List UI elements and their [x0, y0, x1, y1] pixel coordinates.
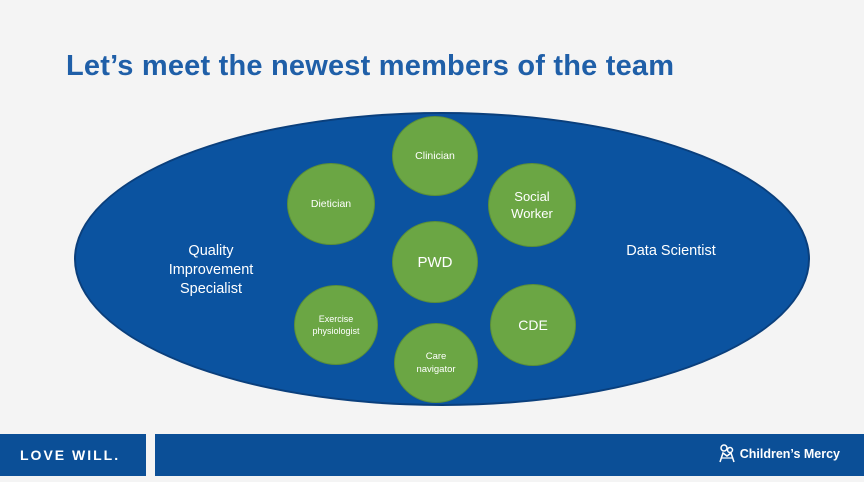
- social-worker-circle: Social Worker: [488, 163, 576, 247]
- pwd-circle: PWD: [392, 221, 478, 303]
- cde-label: CDE: [518, 317, 548, 333]
- dietician-label: Dietician: [310, 198, 352, 210]
- exercise-physiologist-label: Exercise physiologist: [312, 314, 360, 336]
- dietician-circle: Dietician: [287, 163, 375, 245]
- care-navigator-label: Care navigator: [416, 351, 456, 375]
- slide-title: Let’s meet the newest members of the tea…: [66, 50, 675, 82]
- brand-name: Children’s Mercy: [739, 447, 840, 461]
- footer-brand-bar: Children’s Mercy: [155, 434, 864, 476]
- clinician-label: Clinician: [415, 150, 455, 162]
- data-scientist-label: Data Scientist: [626, 243, 716, 259]
- quality-improvement-label: Quality Improvement Specialist: [168, 243, 254, 297]
- footer-tagline-bar: LOVE WILL.: [0, 434, 146, 476]
- footer-tagline: LOVE WILL.: [20, 447, 121, 463]
- care-navigator-circle: Care navigator: [394, 323, 478, 403]
- pwd-label: PWD: [417, 253, 453, 271]
- social-worker-label: Social Worker: [511, 189, 553, 221]
- exercise-physiologist-circle: Exercise physiologist: [294, 285, 378, 365]
- cde-circle: CDE: [490, 284, 576, 366]
- clinician-circle: Clinician: [392, 116, 478, 196]
- brand-logo: Children’s Mercy: [718, 444, 840, 464]
- childrens-mercy-logo-icon: [718, 444, 736, 464]
